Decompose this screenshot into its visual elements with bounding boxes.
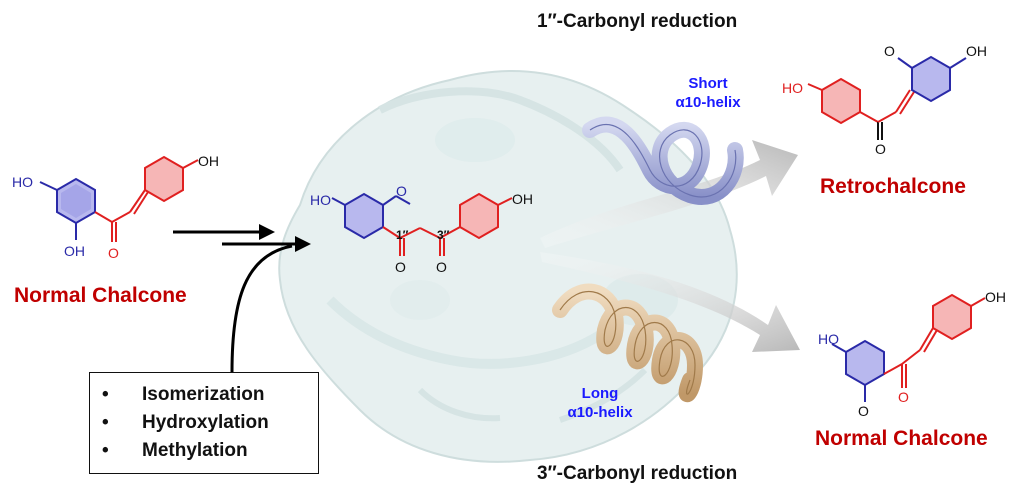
long-helix-label-line2: α10-helix	[567, 404, 633, 421]
atom-label: OH	[198, 153, 219, 169]
atom-label: OH	[64, 243, 85, 259]
long-helix	[552, 283, 704, 402]
short-helix	[582, 116, 744, 205]
retrochalcone-molecule: HO O O OH	[782, 43, 987, 157]
long-helix-label-line1: Long	[581, 385, 619, 402]
bottom-reaction-title: 3″-Carbonyl reduction	[537, 463, 738, 484]
atom-label: O	[898, 389, 909, 405]
modification-label: Isomerization	[142, 384, 265, 405]
short-helix-label-line2: α10-helix	[675, 94, 741, 111]
position-label-3: 3″	[437, 228, 450, 242]
modifications-list: •Isomerization •Hydroxylation •Methylati…	[90, 373, 318, 465]
long-helix-label: Long α10-helix	[550, 384, 650, 422]
short-helix-label: Short α10-helix	[658, 74, 758, 112]
atom-label: O	[108, 245, 119, 261]
atom-label: O	[436, 259, 447, 275]
modification-label: Methylation	[142, 440, 248, 461]
atom-label: OH	[966, 43, 987, 59]
modification-item: •Isomerization	[102, 384, 265, 405]
short-helix-label-line1: Short	[688, 75, 728, 92]
substrate-molecule: HO OH O OH	[12, 153, 219, 261]
retrochalcone-label: Retrochalcone	[820, 175, 966, 198]
atom-label: HO	[310, 192, 331, 208]
gray-arrow-top	[540, 140, 798, 248]
modification-label: Hydroxylation	[142, 412, 269, 433]
atom-label: OH	[512, 191, 533, 207]
modification-item: •Methylation	[102, 440, 248, 461]
substrate-label: Normal Chalcone	[14, 284, 187, 307]
gray-arrow-bottom	[540, 252, 800, 352]
intermediate-molecule: HO O O O OH 1″ 3″	[310, 183, 533, 275]
normal-chalcone-product-label: Normal Chalcone	[815, 427, 988, 450]
atom-label: O	[858, 403, 869, 419]
protein-surface	[278, 70, 738, 463]
atom-label: HO	[818, 331, 839, 347]
black-arrows	[173, 224, 311, 373]
atom-label: HO	[12, 174, 33, 190]
normal-chalcone-product-molecule: HO O O OH	[818, 289, 1006, 419]
atom-label: O	[884, 43, 895, 59]
atom-label: OH	[985, 289, 1006, 305]
modifications-box: •Isomerization •Hydroxylation •Methylati…	[89, 372, 319, 474]
top-reaction-title: 1″-Carbonyl reduction	[537, 11, 738, 32]
atom-label: O	[875, 141, 886, 157]
modification-item: •Hydroxylation	[102, 412, 269, 433]
atom-label: O	[395, 259, 406, 275]
position-label-1: 1″	[396, 228, 409, 242]
atom-label: O	[396, 183, 407, 199]
atom-label: HO	[782, 80, 803, 96]
